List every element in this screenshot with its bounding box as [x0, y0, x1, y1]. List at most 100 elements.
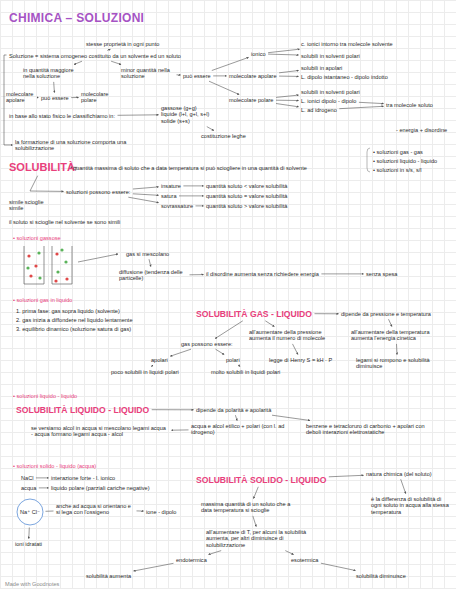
connector-arrow — [293, 344, 298, 355]
node-text: legami si rompono e solubilità diminuisc… — [356, 357, 439, 370]
label-text: • soluzioni liquido - liquido — [373, 158, 437, 165]
note-node: esotermica — [290, 556, 319, 564]
label-text: Made with Goodnotes — [5, 581, 59, 588]
node-text: L. ionici dipolo - dipolo — [301, 98, 356, 105]
section-heading: • soluzioni gas in liquido — [12, 296, 74, 304]
connector-arrow — [74, 61, 82, 64]
node-text: se versiamo alcol in acqua si mescolano … — [31, 425, 169, 438]
node-text: solubili in apolari — [301, 65, 342, 72]
note-node: apolari — [150, 356, 169, 364]
note-node: il disordine aumenta senza richiedere en… — [205, 270, 320, 278]
node-text: minor quantità nella soluzione — [121, 67, 174, 80]
connector-arrow — [213, 75, 226, 76]
note-node: in quantità maggiore nella soluzione — [22, 66, 84, 80]
node-text: senza spesa — [366, 271, 397, 278]
label-text: - energia + disordine — [396, 127, 447, 134]
note-node: L. ad idrogeno — [300, 106, 338, 114]
node-text: SOLUBILITÀ — [9, 161, 75, 174]
label-text: • soluzioni liquido - liquido — [13, 393, 77, 400]
node-text: solubili in solventi polari — [301, 53, 360, 60]
note-label: • soluzioni gas - gas — [372, 148, 424, 156]
note-node: solubili in solventi polari — [300, 52, 361, 60]
note-node: se versiamo alcol in acqua si mescolano … — [30, 424, 170, 438]
note-label: - energia + disordine — [395, 126, 448, 134]
connector-arrow — [118, 114, 159, 116]
node-text: ionico — [251, 51, 266, 58]
node-text: in base allo stato fisico le classifichi… — [9, 113, 115, 120]
node-text: SOLUBILITÀ LIQUIDO - LIQUIDO — [16, 405, 149, 415]
node-text: ione - dipolo — [146, 509, 176, 516]
connector-arrow — [253, 516, 256, 527]
connector-arrow — [339, 106, 383, 108]
node-text: il disordine aumenta senza richiedere en… — [206, 271, 319, 278]
connector-arrow — [128, 197, 158, 202]
node-text: anche ad acqua si orientano e si lega co… — [56, 503, 134, 516]
note-node: benzene e tetracloruro di carbonio + apo… — [305, 422, 440, 436]
label-text: • soluzioni gas - gas — [373, 149, 423, 156]
note-node: molecolare apolare — [228, 72, 278, 80]
heading-node: SOLUBILITÀ GAS - LIQUIDO — [195, 308, 313, 319]
connector-arrow — [215, 321, 243, 339]
node-text: solubilità aumenta — [86, 573, 131, 580]
connector-arrow — [39, 487, 49, 488]
connector-arrow — [279, 76, 298, 77]
connector-arrow — [172, 429, 189, 430]
note-node: gas possono essere: — [180, 340, 234, 348]
title-text: CHIMICA – SOLUZIONI — [9, 11, 144, 25]
note-node: quantità soluto > valore solubilità — [205, 202, 288, 210]
note-node: quantità soluto = valore solubilità — [205, 192, 288, 200]
leader-arrow — [78, 254, 118, 262]
connector-arrow — [151, 365, 153, 366]
connector-arrow — [28, 528, 30, 539]
label-text: 3. equilibrio dinamico (soluzione satura… — [16, 326, 131, 333]
connector-arrow — [272, 415, 310, 420]
beaker-figure — [24, 246, 72, 284]
note-node: può essere — [182, 72, 212, 80]
note-node: natura chimica (del soluto) — [365, 470, 433, 478]
section-heading: • soluzioni solido - liquido (acqua) — [12, 462, 97, 470]
node-text: natura chimica (del soluto) — [366, 471, 432, 478]
node-text: interazione forte - l. ionico — [51, 475, 115, 482]
note-node: all'aumentare della temperatura aumenta … — [350, 328, 442, 342]
connector-arrow — [359, 102, 384, 103]
connector-arrow — [254, 487, 259, 499]
node-text: all'aumentare della temperatura aumenta … — [351, 329, 441, 342]
connector-arrow — [329, 475, 364, 477]
node-text: gas possono essere: — [181, 341, 233, 348]
note-node: all'aumentare di T, per alcuni la solubi… — [205, 528, 315, 549]
node-text: legge di Henry S = kH · P — [269, 357, 332, 364]
connector-arrow — [183, 185, 203, 186]
note-node: massima quantità di un soluto che a data… — [200, 500, 300, 514]
note-node: solubili in apolari — [300, 64, 343, 72]
note-node: ioni idratati — [14, 540, 43, 548]
note-node: satura — [160, 192, 178, 200]
connector-arrow — [111, 61, 121, 64]
connector-arrow — [133, 187, 159, 189]
node-text: NaCl — [21, 475, 33, 482]
connector-arrow — [235, 415, 237, 420]
node-text: diffusione (tendenza delle particelle) — [119, 269, 187, 282]
note-node: costituzione leghe — [200, 132, 247, 140]
connector-arrow — [30, 176, 64, 192]
node-text: insature — [161, 183, 181, 190]
note-node: interazione forte - l. ionico — [50, 474, 116, 482]
node-text: molecolare apolare — [229, 73, 277, 80]
note-node: senza spesa — [365, 270, 398, 278]
node-text: polari — [226, 357, 240, 364]
node-text: gas si mescolano — [126, 251, 169, 258]
connector-arrow — [170, 349, 191, 356]
node-text: liquide (l+l, g+l, s+l) — [161, 111, 209, 118]
label-text: il soluto si scioglie nel solvente se so… — [9, 219, 120, 226]
node-text: quantità soluto < valore solubilità — [206, 183, 287, 190]
note-node: acqua — [20, 484, 37, 492]
node-text: poco solubili in liquidi polari — [111, 369, 179, 376]
node-text: solubilità diminuisce — [356, 573, 406, 580]
note-node: gassose (g+g)liquide (l+l, g+l, s+l)soli… — [160, 104, 210, 125]
node-text: acqua — [21, 485, 36, 492]
label-text: 1. prima fase: gas sopra liquido (solven… — [16, 308, 120, 315]
gas-particles — [26, 248, 68, 282]
node-text: c. ionici intorno tra molecole solvente — [301, 41, 393, 48]
connector-arrow — [321, 273, 363, 274]
node-text: la formazione di una soluzione comporta … — [15, 139, 143, 152]
connector-arrow — [134, 563, 174, 571]
